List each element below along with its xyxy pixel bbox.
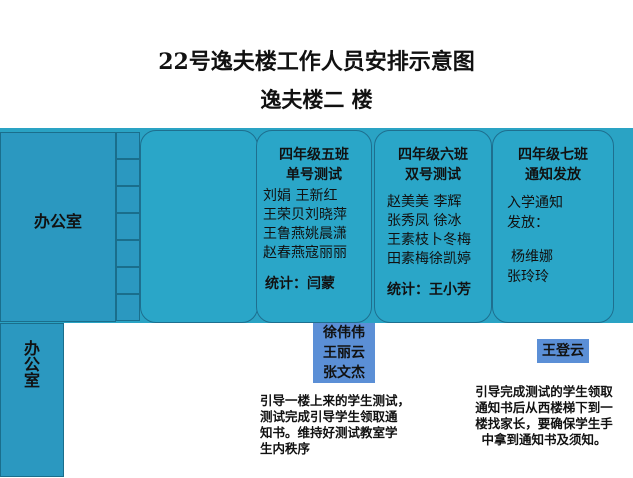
duty-line: 引导一楼上来的学生测试， (260, 393, 411, 408)
staff-name-line: 发放： (507, 215, 549, 231)
staff-names: 刘娟 王新红 王荣贝刘晓萍 王鲁燕姚晨潇 赵春燕寇丽丽 (263, 187, 347, 263)
statistician: 统计：王小芳 (387, 282, 471, 298)
room-title: 四年级七班 通知发放 (493, 145, 613, 185)
room-title: 四年级五班 单号测试 (257, 145, 371, 185)
room-class-6: 四年级六班 双号测试 赵美美 李辉 张秀凤 徐冰 王素枝卜冬梅 田素梅徐凯婷 统… (374, 130, 492, 323)
guide-duty-text: 引导一楼上来的学生测试， 测试完成引导学生领取通 知书。维持好测试教室学 生内秩… (260, 393, 440, 457)
staff-name-line: 张玲玲 (507, 269, 549, 285)
guide-staff-name: 王丽云 (323, 345, 365, 361)
room-class-7: 四年级七班 通知发放 入学通知 发放： 杨维娜 张玲玲 (492, 130, 614, 323)
guide-staff-name: 张文杰 (323, 365, 365, 381)
staff-names: 赵美美 李辉 张秀凤 徐冰 王素枝卜冬梅 田素梅徐凯婷 (387, 193, 471, 269)
stair-step (116, 186, 140, 213)
duty-line: 楼找家长，要确保学生手 (475, 416, 613, 431)
room-title-line: 四年级五班 (279, 147, 349, 163)
duty-line: 生内秩序 (260, 441, 311, 456)
office-label-bottom: 办公室 (21, 340, 40, 388)
stair-step (116, 240, 140, 267)
room-title-line: 双号测试 (405, 167, 461, 183)
room-class-5: 四年级五班 单号测试 刘娟 王新红 王荣贝刘晓萍 王鲁燕姚晨潇 赵春燕寇丽丽 统… (256, 130, 372, 323)
floor-subtitle: 逸夫楼二 楼 (260, 87, 373, 112)
staff-name-line: 赵春燕寇丽丽 (263, 245, 347, 261)
guide-staff-box: 徐伟伟 王丽云 张文杰 (313, 323, 375, 383)
stair-step (116, 132, 140, 159)
room-title-line: 单号测试 (286, 167, 342, 183)
guide-staff-name: 徐伟伟 (323, 325, 365, 341)
stair-step (116, 213, 140, 240)
staff-name-line: 张秀凤 徐冰 (387, 213, 462, 229)
room-title-line: 四年级七班 (518, 147, 588, 163)
duty-line: 引导完成测试的学生领取 (475, 384, 613, 399)
stair-step (116, 159, 140, 186)
spacer (507, 233, 563, 247)
staff-name-line: 王荣贝刘晓萍 (263, 207, 347, 223)
duty-line: 知书。维持好测试教室学 (260, 425, 398, 440)
notice-staff-box: 王登云 (537, 339, 589, 363)
office-block-bottom (0, 323, 64, 477)
stair-step (116, 294, 140, 321)
duty-line: 测试完成引导学生领取通 (260, 409, 398, 424)
duty-line: 通知书后从西楼梯下到一 (475, 400, 613, 415)
room-title-line: 四年级六班 (398, 147, 468, 163)
staff-name-line: 杨维娜 (511, 249, 553, 265)
staff-name-line: 田素梅徐凯婷 (387, 251, 471, 267)
staff-name-line: 赵美美 李辉 (387, 194, 462, 210)
staff-name-line: 王鲁燕姚晨潇 (263, 226, 347, 242)
staff-name-line: 刘娟 王新红 (263, 188, 338, 204)
notice-duty-text: 引导完成测试的学生领取 通知书后从西楼梯下到一 楼找家长，要确保学生手 中拿到通… (458, 384, 630, 448)
stair-step (116, 267, 140, 294)
statistician: 统计：闫蒙 (265, 276, 335, 292)
office-block-top (0, 132, 116, 322)
office-label-top: 办公室 (33, 212, 82, 231)
staff-name-line: 王素枝卜冬梅 (387, 232, 471, 248)
room-empty (140, 130, 258, 323)
room-title-line: 通知发放 (525, 167, 581, 183)
staff-name-line: 入学通知 (507, 195, 563, 211)
staff-names: 入学通知 发放： 杨维娜 张玲玲 (507, 193, 563, 287)
room-title: 四年级六班 双号测试 (375, 145, 491, 185)
duty-line: 中拿到通知书及须知。 (481, 432, 607, 447)
diagram-title: 22号逸夫楼工作人员安排示意图 (158, 49, 475, 75)
